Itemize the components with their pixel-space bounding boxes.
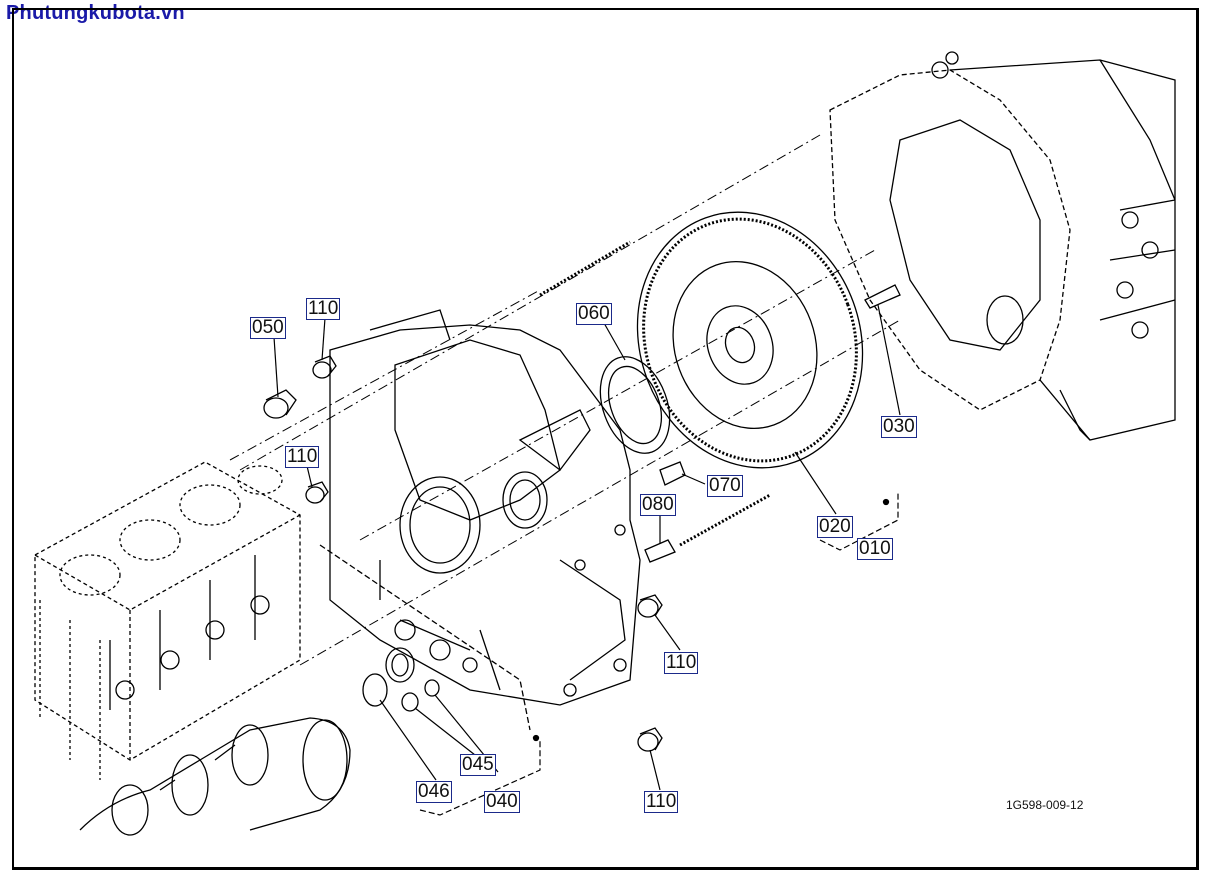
- callout-045[interactable]: 045: [460, 754, 496, 776]
- oil-seal: [599, 356, 671, 454]
- diagram-frame: [12, 8, 1199, 870]
- callout-030[interactable]: 030: [881, 416, 917, 438]
- engine-block: [34, 461, 301, 780]
- callout-046[interactable]: 046: [416, 781, 452, 803]
- callout-020[interactable]: 020: [817, 516, 853, 538]
- callout-110-left[interactable]: 110: [285, 446, 320, 468]
- flywheel: [636, 211, 864, 469]
- dashed-guide-lines: [229, 134, 901, 666]
- gear-case: [319, 309, 641, 731]
- callout-050[interactable]: 050: [250, 317, 286, 339]
- diagram-code: 1G598-009-12: [1006, 798, 1084, 812]
- callout-110-right[interactable]: 110: [664, 652, 699, 674]
- callout-070[interactable]: 070: [707, 475, 743, 497]
- site-title[interactable]: Phutungkubota.vn: [6, 2, 185, 24]
- marker-dot: [882, 498, 890, 506]
- callout-080[interactable]: 080: [640, 494, 676, 516]
- callout-040[interactable]: 040: [484, 791, 520, 813]
- small-parts: [263, 240, 901, 752]
- callout-060[interactable]: 060: [576, 303, 612, 325]
- callout-010[interactable]: 010: [857, 538, 893, 560]
- clutch-housing: [829, 51, 1176, 441]
- callout-110-bottom[interactable]: 110: [644, 791, 679, 813]
- crankshaft: [79, 717, 351, 836]
- marker-dot: [532, 734, 540, 742]
- callout-110-top[interactable]: 110: [306, 298, 341, 320]
- callout-leaders: [273, 304, 901, 791]
